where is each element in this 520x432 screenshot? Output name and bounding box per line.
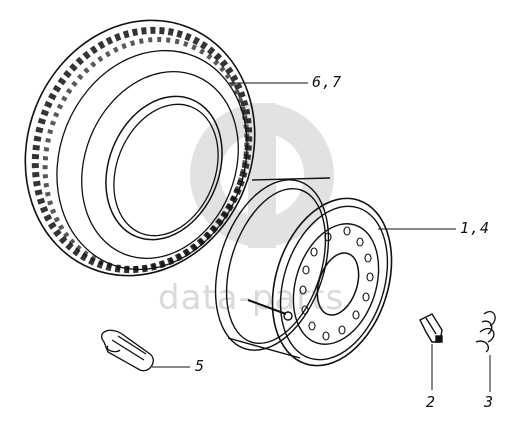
watermark-text: data-parts bbox=[158, 278, 345, 318]
lock-ring bbox=[475, 311, 496, 392]
tire bbox=[24, 19, 308, 277]
callout-tire: 6,7 bbox=[312, 73, 343, 91]
clamp bbox=[419, 313, 443, 390]
stud-holes bbox=[299, 226, 374, 341]
callout-patch: 5 bbox=[195, 357, 206, 375]
callout-wheel: 1,4 bbox=[460, 219, 491, 237]
wheel-rim bbox=[214, 177, 456, 367]
callout-lock-ring: 3 bbox=[484, 393, 495, 411]
watermark-logo bbox=[190, 103, 334, 248]
callout-clamp: 2 bbox=[426, 393, 437, 411]
patch bbox=[101, 329, 190, 372]
